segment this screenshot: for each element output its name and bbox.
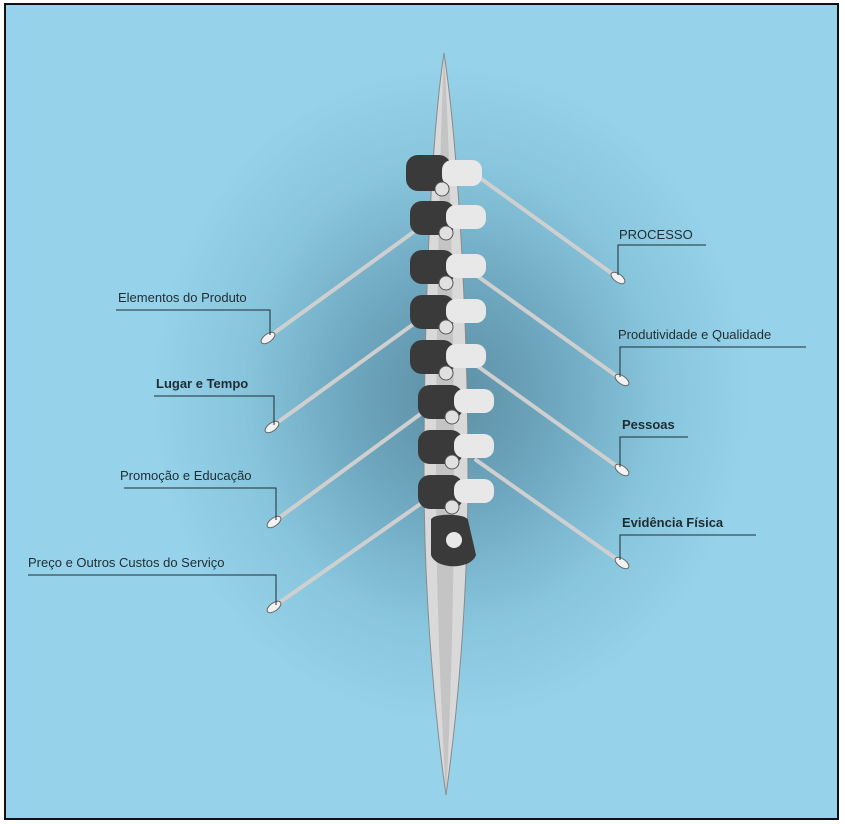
leader-promocao [124,488,276,520]
oar-right-4 [476,460,618,560]
oar-right-3 [476,365,618,467]
coxswain [431,515,476,567]
leader-produtividade [620,347,806,377]
blade-right-4 [613,555,631,571]
blade-right-3 [613,462,631,478]
label-preco-e-outros-custos: Preço e Outros Custos do Serviço [28,555,225,571]
rower-1 [406,155,482,196]
oar-left-4 [276,500,426,605]
label-promocao-e-educacao: Promoção e Educação [120,468,252,484]
oars-left [270,223,426,605]
oar-right-1 [476,175,614,275]
label-processo: PROCESSO [619,227,693,243]
oar-left-3 [276,410,426,520]
label-elementos-do-produto: Elementos do Produto [118,290,247,306]
blade-left-3 [265,514,283,530]
label-pessoas: Pessoas [622,417,675,433]
rower-8 [418,475,494,514]
blade-right-2 [613,372,631,388]
label-evidencia-fisica: Evidência Física [622,515,723,531]
label-lugar-e-tempo: Lugar e Tempo [156,376,248,392]
rowing-boat-illustration [6,5,839,820]
oar-right-2 [476,275,618,377]
oars-right [476,175,618,560]
rower-5 [410,340,486,380]
leader-evidencia [620,535,756,560]
leader-preco [28,575,276,605]
rower-4 [410,295,486,334]
leader-lugar [154,396,274,425]
leader-processo [618,245,706,275]
leader-elementos [116,310,270,335]
label-produtividade-e-qualidade: Produtividade e Qualidade [618,327,771,343]
blade-left-1 [259,330,277,346]
leader-pessoas [620,437,688,467]
rower-6 [418,385,494,424]
rower-3 [410,250,486,290]
diagram-frame: PROCESSO Elementos do Produto Produtivid… [4,3,839,820]
blade-left-2 [263,419,281,435]
blade-left-4 [265,599,283,615]
oar-left-1 [270,223,426,336]
oar-left-2 [274,315,426,425]
rower-2 [410,201,486,240]
